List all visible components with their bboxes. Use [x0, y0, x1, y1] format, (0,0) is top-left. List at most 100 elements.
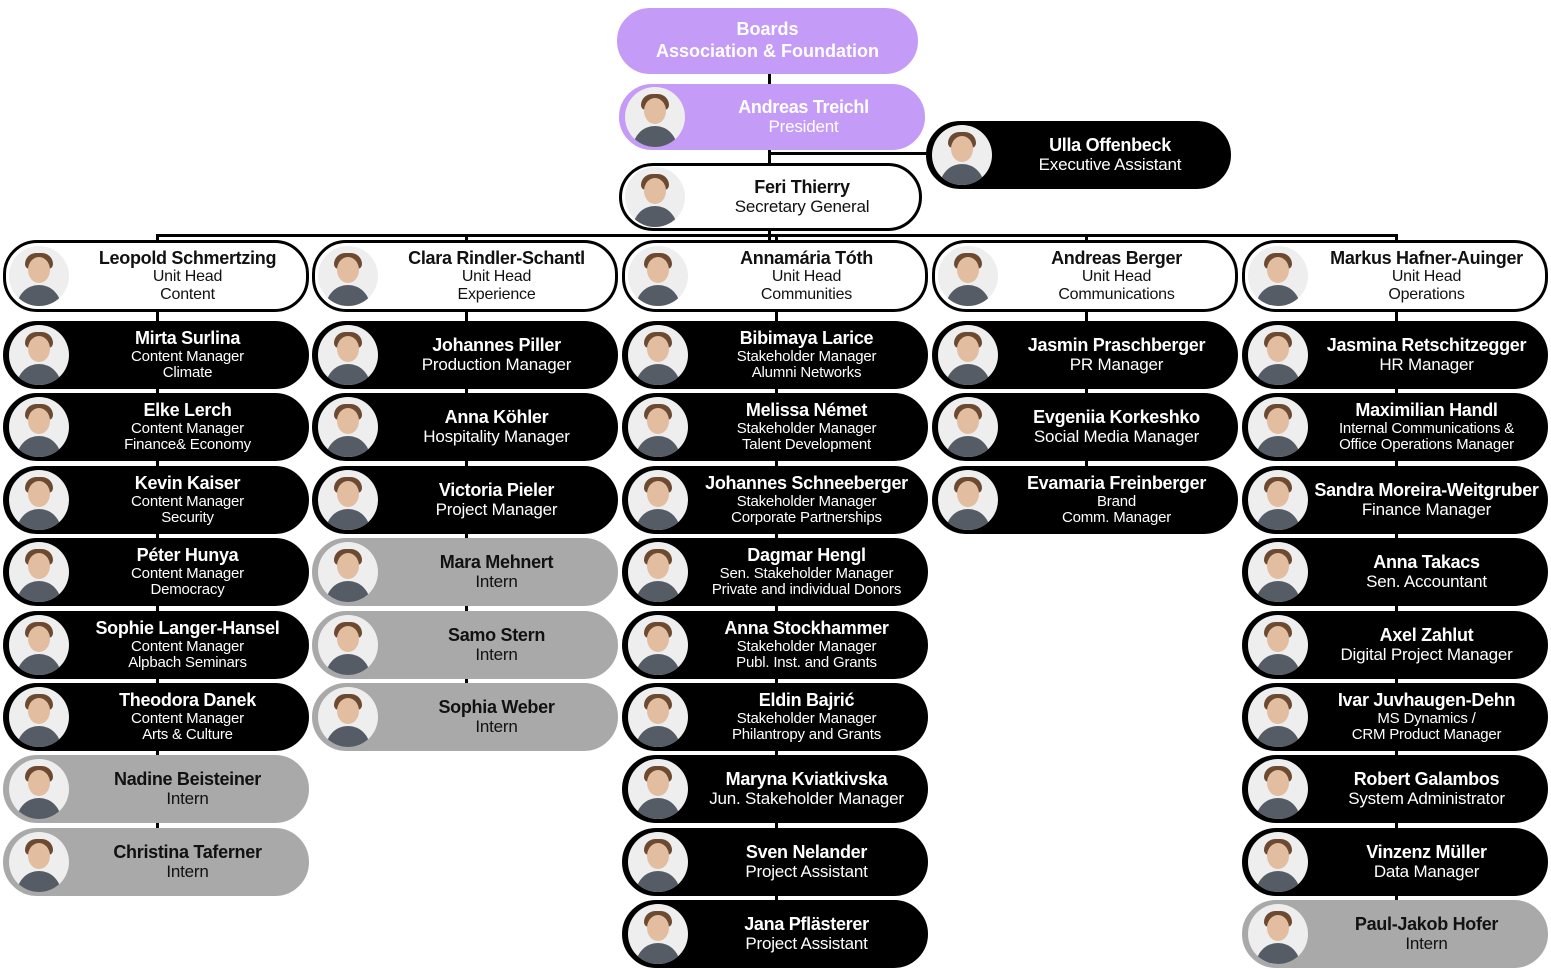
person-name: Theodora Danek — [119, 691, 256, 711]
avatar — [628, 615, 688, 675]
avatar — [9, 615, 69, 675]
person-name: Leopold Schmertzing — [98, 249, 277, 269]
connector-line — [465, 234, 468, 693]
avatar — [1248, 687, 1308, 747]
person-name: Jasmina Retschitzegger — [1326, 336, 1527, 356]
person-name: Clara Rindler-Schantl — [408, 249, 585, 269]
person-role-detail: Arts & Culture — [142, 725, 233, 743]
avatar — [938, 246, 998, 306]
person-role-detail: Democracy — [150, 580, 225, 598]
avatar — [628, 542, 688, 602]
person-role: Social Media Manager — [1033, 426, 1200, 446]
person-role: Unit Head — [1391, 268, 1462, 286]
person-name: Jasmin Praschberger — [1027, 336, 1206, 356]
person-role: PR Manager — [1069, 354, 1164, 374]
person-role: Sen. Stakeholder Manager — [719, 564, 894, 582]
avatar — [9, 759, 69, 819]
avatar — [1248, 615, 1308, 675]
avatar — [9, 832, 69, 892]
person-role-detail: Talent Development — [742, 435, 871, 453]
person-name: Vinzenz Müller — [1366, 843, 1487, 863]
person-name: Johannes Piller — [432, 336, 561, 356]
person-role: Stakeholder Manager — [736, 419, 877, 437]
unit-name: Communities — [760, 285, 853, 303]
president-node[interactable]: Andreas Treichl President — [619, 84, 925, 150]
person-role: Unit Head — [152, 268, 223, 286]
person-role: Content Manager — [131, 419, 244, 437]
person-name: Anna Takacs — [1373, 553, 1480, 573]
person-name: Samo Stern — [447, 626, 546, 646]
secretary-node[interactable]: Feri Thierry Secretary General — [619, 163, 922, 231]
avatar — [318, 325, 378, 385]
boards-node[interactable]: Boards Association & Foundation — [617, 8, 918, 74]
person-role: President — [768, 116, 839, 136]
person-role: Stakeholder Manager — [736, 347, 877, 365]
person-role: Secretary General — [734, 196, 870, 216]
person-role-detail: Private and individual Donors — [711, 580, 902, 598]
person-role: Hospitality Manager — [423, 426, 570, 446]
avatar — [938, 397, 998, 457]
person-name: Markus Hafner-Auinger — [1330, 249, 1523, 269]
person-role: Intern — [166, 861, 209, 881]
person-name: Eldin Bajrić — [758, 691, 855, 711]
person-role: Unit Head — [1081, 268, 1152, 286]
avatar — [628, 904, 688, 964]
avatar — [9, 542, 69, 602]
avatar — [318, 246, 378, 306]
avatar — [628, 687, 688, 747]
person-name: Christina Taferner — [113, 843, 262, 863]
unit-name: Content — [160, 285, 215, 303]
assistant-node[interactable]: Ulla Offenbeck Executive Assistant — [926, 121, 1231, 189]
person-name: Péter Hunya — [136, 546, 239, 566]
person-role: Intern — [1405, 933, 1448, 953]
person-name: Kevin Kaiser — [134, 474, 241, 494]
avatar — [9, 397, 69, 457]
person-role-detail: Publ. Inst. and Grants — [736, 653, 877, 671]
person-name: Victoria Pieler — [438, 481, 555, 501]
person-role: Content Manager — [131, 637, 244, 655]
person-role: Executive Assistant — [1038, 154, 1182, 174]
person-name: Andreas Berger — [1051, 249, 1182, 269]
person-name: Melissa Német — [745, 401, 868, 421]
